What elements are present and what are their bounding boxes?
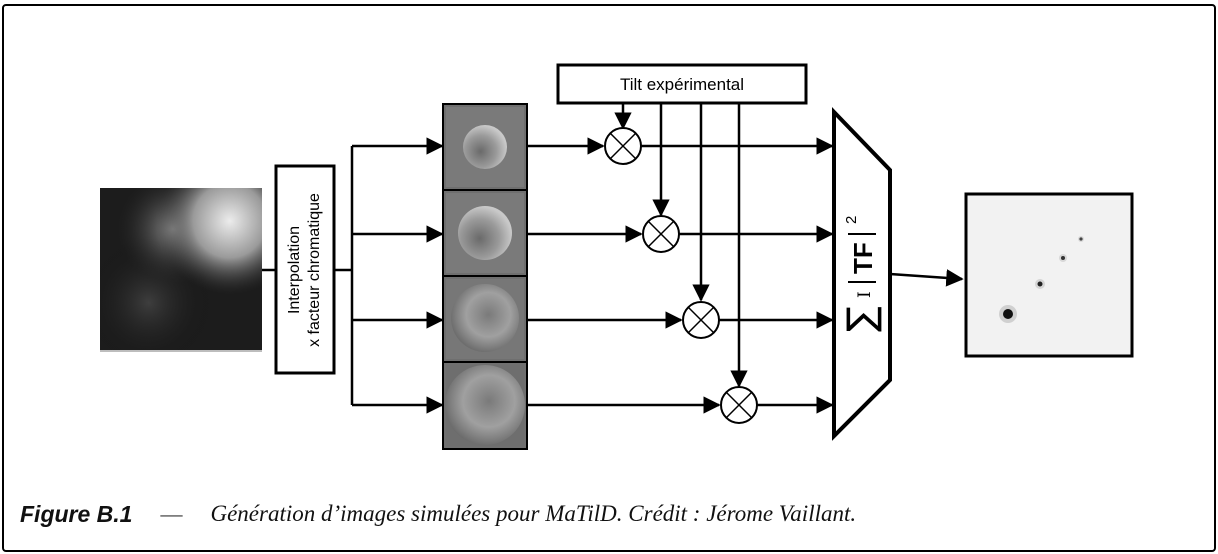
interpolation-label-line1: Interpolation [286, 226, 303, 314]
sum-index: I [855, 291, 875, 298]
caption-dash: — [160, 501, 183, 526]
fan-out-lines [334, 137, 444, 414]
sum-symbol: ∑ [839, 306, 883, 332]
pupil-phase-3 [451, 284, 519, 352]
panel-to-multiplier-lines [527, 137, 721, 414]
pupil-phase-1 [463, 125, 507, 169]
caption-text: Génération d’images simulées pour MaTilD… [210, 501, 857, 526]
multiplier-1 [604, 127, 642, 165]
exponent-label: 2 [843, 216, 860, 224]
tilt-arrows [614, 103, 748, 388]
pupil-phase-2 [458, 206, 512, 260]
tilt-label: Tilt expérimental [620, 75, 744, 94]
multiplier-to-tf-lines [641, 137, 834, 414]
tf-label: TF [848, 242, 878, 274]
figure-label: Figure B.1 [20, 500, 133, 527]
simulated-psf-image [964, 192, 1134, 358]
tf-to-psf-arrow [889, 269, 964, 287]
phase-screen-image [100, 188, 262, 352]
interpolation-box: Interpolation x facteur chromatique [274, 164, 336, 375]
fourier-transform-block: ∑ I TF 2 [832, 107, 892, 441]
pupil-phase-4 [445, 365, 525, 445]
multiplier-2 [642, 215, 680, 253]
interpolation-label-line2: x facteur chromatique [306, 193, 323, 347]
tilt-box: Tilt expérimental [556, 63, 808, 105]
phase-panel-stack [442, 103, 528, 450]
multiplier-4 [720, 386, 758, 424]
multiplier-3 [682, 301, 720, 339]
figure-caption: Figure B.1 — Génération d’images simulée… [20, 494, 856, 534]
